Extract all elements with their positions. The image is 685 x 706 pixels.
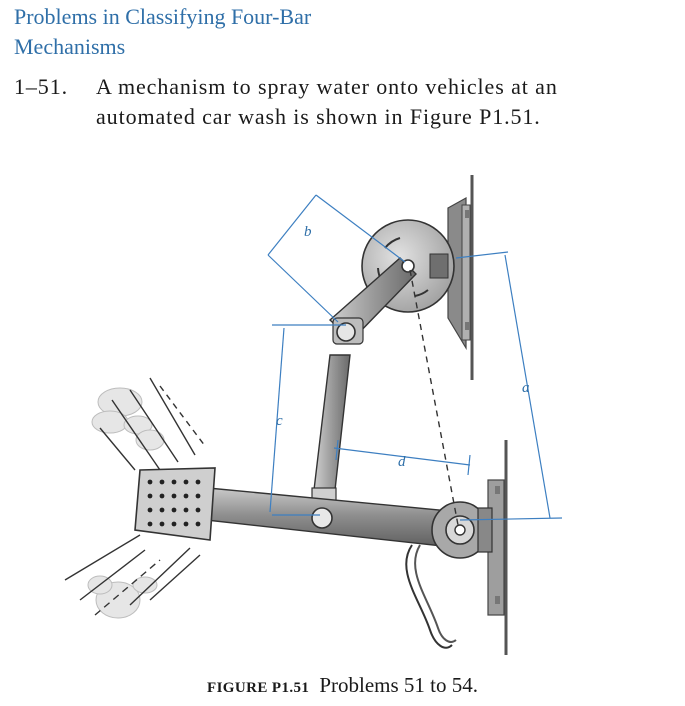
problem-text-line2: automated car wash is shown in Figure P1… [96, 104, 541, 129]
coupler-link [311, 317, 364, 517]
figure-caption-text: Problems 51 to 54. [319, 673, 478, 697]
dimension-label-d: d [398, 454, 406, 470]
spray-nozzle [134, 467, 216, 541]
dimension-label-c: c [276, 413, 283, 429]
figure-caption-label: FIGURE P1.51 [207, 680, 310, 696]
section-heading: Problems in Classifying Four-Bar Mechani… [14, 2, 434, 62]
dimension-lines [267, 194, 563, 521]
figure-p1-51: b c d a [0, 150, 685, 670]
figure-caption: FIGURE P1.51 Problems 51 to 54. [0, 673, 685, 698]
section-title-line1: Problems in Classifying Four-Bar [14, 4, 312, 29]
problem-statement: 1–51. A mechanism to spray water onto veh… [14, 72, 664, 132]
problem-number: 1–51. [14, 74, 68, 99]
ground-pivot [431, 501, 493, 559]
section-title-line2: Mechanisms [14, 34, 126, 59]
spray-pipe [205, 487, 461, 649]
dimension-label-a: a [522, 380, 530, 396]
dimension-label-b: b [304, 224, 312, 240]
mechanism-illustration: b c d a [64, 175, 563, 655]
problem-text-line1: A mechanism to spray water onto vehicles… [96, 74, 558, 99]
spray-lines [64, 377, 206, 616]
wall-brackets [447, 175, 508, 655]
